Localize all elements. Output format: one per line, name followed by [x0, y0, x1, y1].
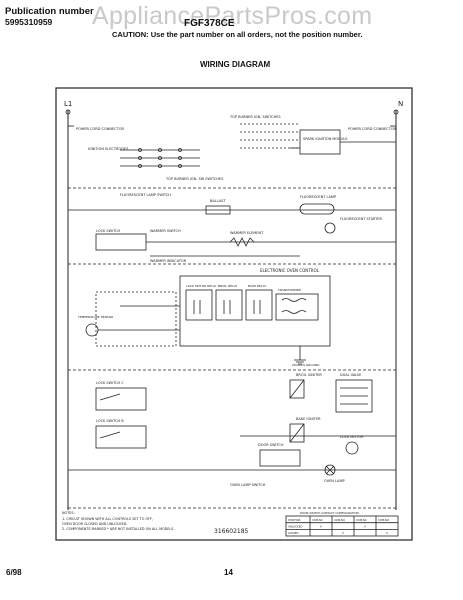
- note-1: 1. CIRCUIT SHOWN WITH ALL CONTROLS SET T…: [62, 517, 153, 521]
- ignition-electrode-label: IGNITION ELECTRODES: [88, 147, 129, 151]
- broil-relay: [215, 289, 243, 321]
- table-cell: X: [320, 525, 322, 529]
- dual-valve: [335, 379, 373, 413]
- table-cell: X: [364, 525, 366, 529]
- top-burner-switches-upper: [240, 123, 300, 149]
- door-switch: [259, 449, 301, 467]
- caution-text: CAUTION: Use the part number on all orde…: [112, 30, 363, 39]
- lock-switch-label: LOCK SWITCH: [96, 229, 121, 233]
- lock-switch-b: [95, 425, 147, 449]
- table-cell: X: [342, 531, 344, 535]
- ballast: [205, 205, 231, 215]
- fluorescent-lamp-switch-label: FLUORESCENT LAMP SWITCH: [120, 193, 171, 197]
- temp-sensor-label: TEMPERATURE SENSOR: [77, 315, 113, 319]
- warmer-indicator-label: WARMER INDICATOR: [150, 259, 187, 263]
- lock-motor: [345, 441, 359, 455]
- note-2: OVEN DOOR CLOSED AND UNLOCKED.: [62, 522, 127, 526]
- drawing-number: 316602185: [214, 528, 249, 535]
- table-cell: X: [386, 531, 388, 535]
- lock-switch-box: [95, 233, 147, 251]
- fluorescent-starter: [324, 222, 336, 234]
- warmer-element-label: WARMER ELEMENT: [230, 231, 264, 235]
- bake-relay: [245, 289, 273, 321]
- diagram-frame: [55, 87, 413, 541]
- ballast-label: BALLAST: [210, 199, 226, 203]
- oven-lamp-label: OVEN LAMP: [324, 479, 345, 483]
- power-cord-right-label: POWER CORD CONNECTOR: [348, 127, 397, 131]
- table-cell: COM-NO: [334, 518, 345, 522]
- terminal-n: N: [398, 100, 403, 108]
- bake-igniter: [289, 423, 305, 443]
- table-cell: LOCKED: [288, 531, 299, 535]
- top-burner-switches-label: TOP BURNER IGN. SW SWITCHES: [165, 177, 224, 181]
- lock-switch-c-label: LOCK SWITCH C: [96, 381, 124, 385]
- top-burner-ign-label: TOP BURNER IGN. SWITCHES: [229, 115, 281, 119]
- transformer-label: TRANSFORMER: [277, 288, 301, 292]
- electronic-oven-control: [179, 275, 331, 347]
- bake-relay-label: BAKE RELAY: [248, 284, 266, 288]
- table-cell: COM-NC: [356, 518, 367, 522]
- table-cell: UNLOCKED: [288, 525, 302, 529]
- dual-valve-label: DUAL VALVE: [340, 373, 361, 377]
- lock-motor-label: LOCK MOTOR: [340, 435, 364, 439]
- model-number: FGF378CE: [184, 18, 235, 29]
- footer-page-number: 14: [224, 568, 233, 577]
- terminal-l1: L1: [64, 100, 72, 108]
- fluorescent-lamp-label: FLUORESCENT LAMP: [300, 195, 336, 199]
- note-3: 2. COMPONENTS MARKED * ARE NOT INSTALLED…: [62, 527, 175, 531]
- contact-table: DOOR SWITCH CONTACT CONFIGURATION POSITI…: [285, 511, 399, 537]
- table-cell: COM-NO: [378, 518, 389, 522]
- publication-number: 5995310959: [5, 17, 53, 27]
- chassis-ground-label: CHASSIS GROUND: [292, 363, 320, 367]
- bake-igniter-label: BAKE IGNITER: [296, 417, 321, 421]
- oven-lamp: [324, 464, 336, 476]
- table-cell: COM-NC: [312, 518, 323, 522]
- warmer-element: [229, 237, 255, 247]
- lock-switch-c: [95, 387, 147, 411]
- transformer: [275, 293, 319, 321]
- fluorescent-lamp: [299, 203, 335, 215]
- publication-label: Publication number: [5, 6, 94, 17]
- lock-switch-b-label: LOCK SWITCH B: [96, 419, 124, 423]
- lock-motor-relay-label: LOCK MOTOR RELAY: [186, 284, 217, 288]
- diagram-title: WIRING DIAGRAM: [200, 60, 271, 69]
- footer-date: 6/98: [6, 568, 22, 577]
- broil-igniter-label: BROIL IGNITER: [296, 373, 322, 377]
- contact-table-title: DOOR SWITCH CONTACT CONFIGURATION: [300, 511, 359, 515]
- table-cell: POSITION: [288, 518, 300, 522]
- eoc-label: ELECTRONIC OVEN CONTROL: [260, 268, 320, 273]
- spark-module-label: SPARK IGNITION MODULE: [303, 137, 348, 141]
- door-switch-label: DOOR SWITCH: [258, 443, 284, 447]
- power-cord-left-label: POWER CORD CONNECTOR: [76, 127, 125, 131]
- broil-relay-label: BROIL RELAY: [218, 284, 238, 288]
- note-0: NOTES:: [62, 511, 75, 515]
- lock-motor-relay: [185, 289, 213, 321]
- watermark: AppliancePartsPros.com: [92, 2, 373, 30]
- oven-lamp-switch-label: OVEN LAMP SWITCH: [230, 483, 266, 487]
- fluorescent-starter-label: FLUORESCENT STARTER: [340, 217, 383, 221]
- ignition-electrode-switches: [120, 148, 200, 168]
- broil-igniter: [289, 379, 305, 399]
- warmer-switch-label: WARMER SWITCH: [150, 229, 181, 233]
- spark-ignition-module: [299, 129, 341, 155]
